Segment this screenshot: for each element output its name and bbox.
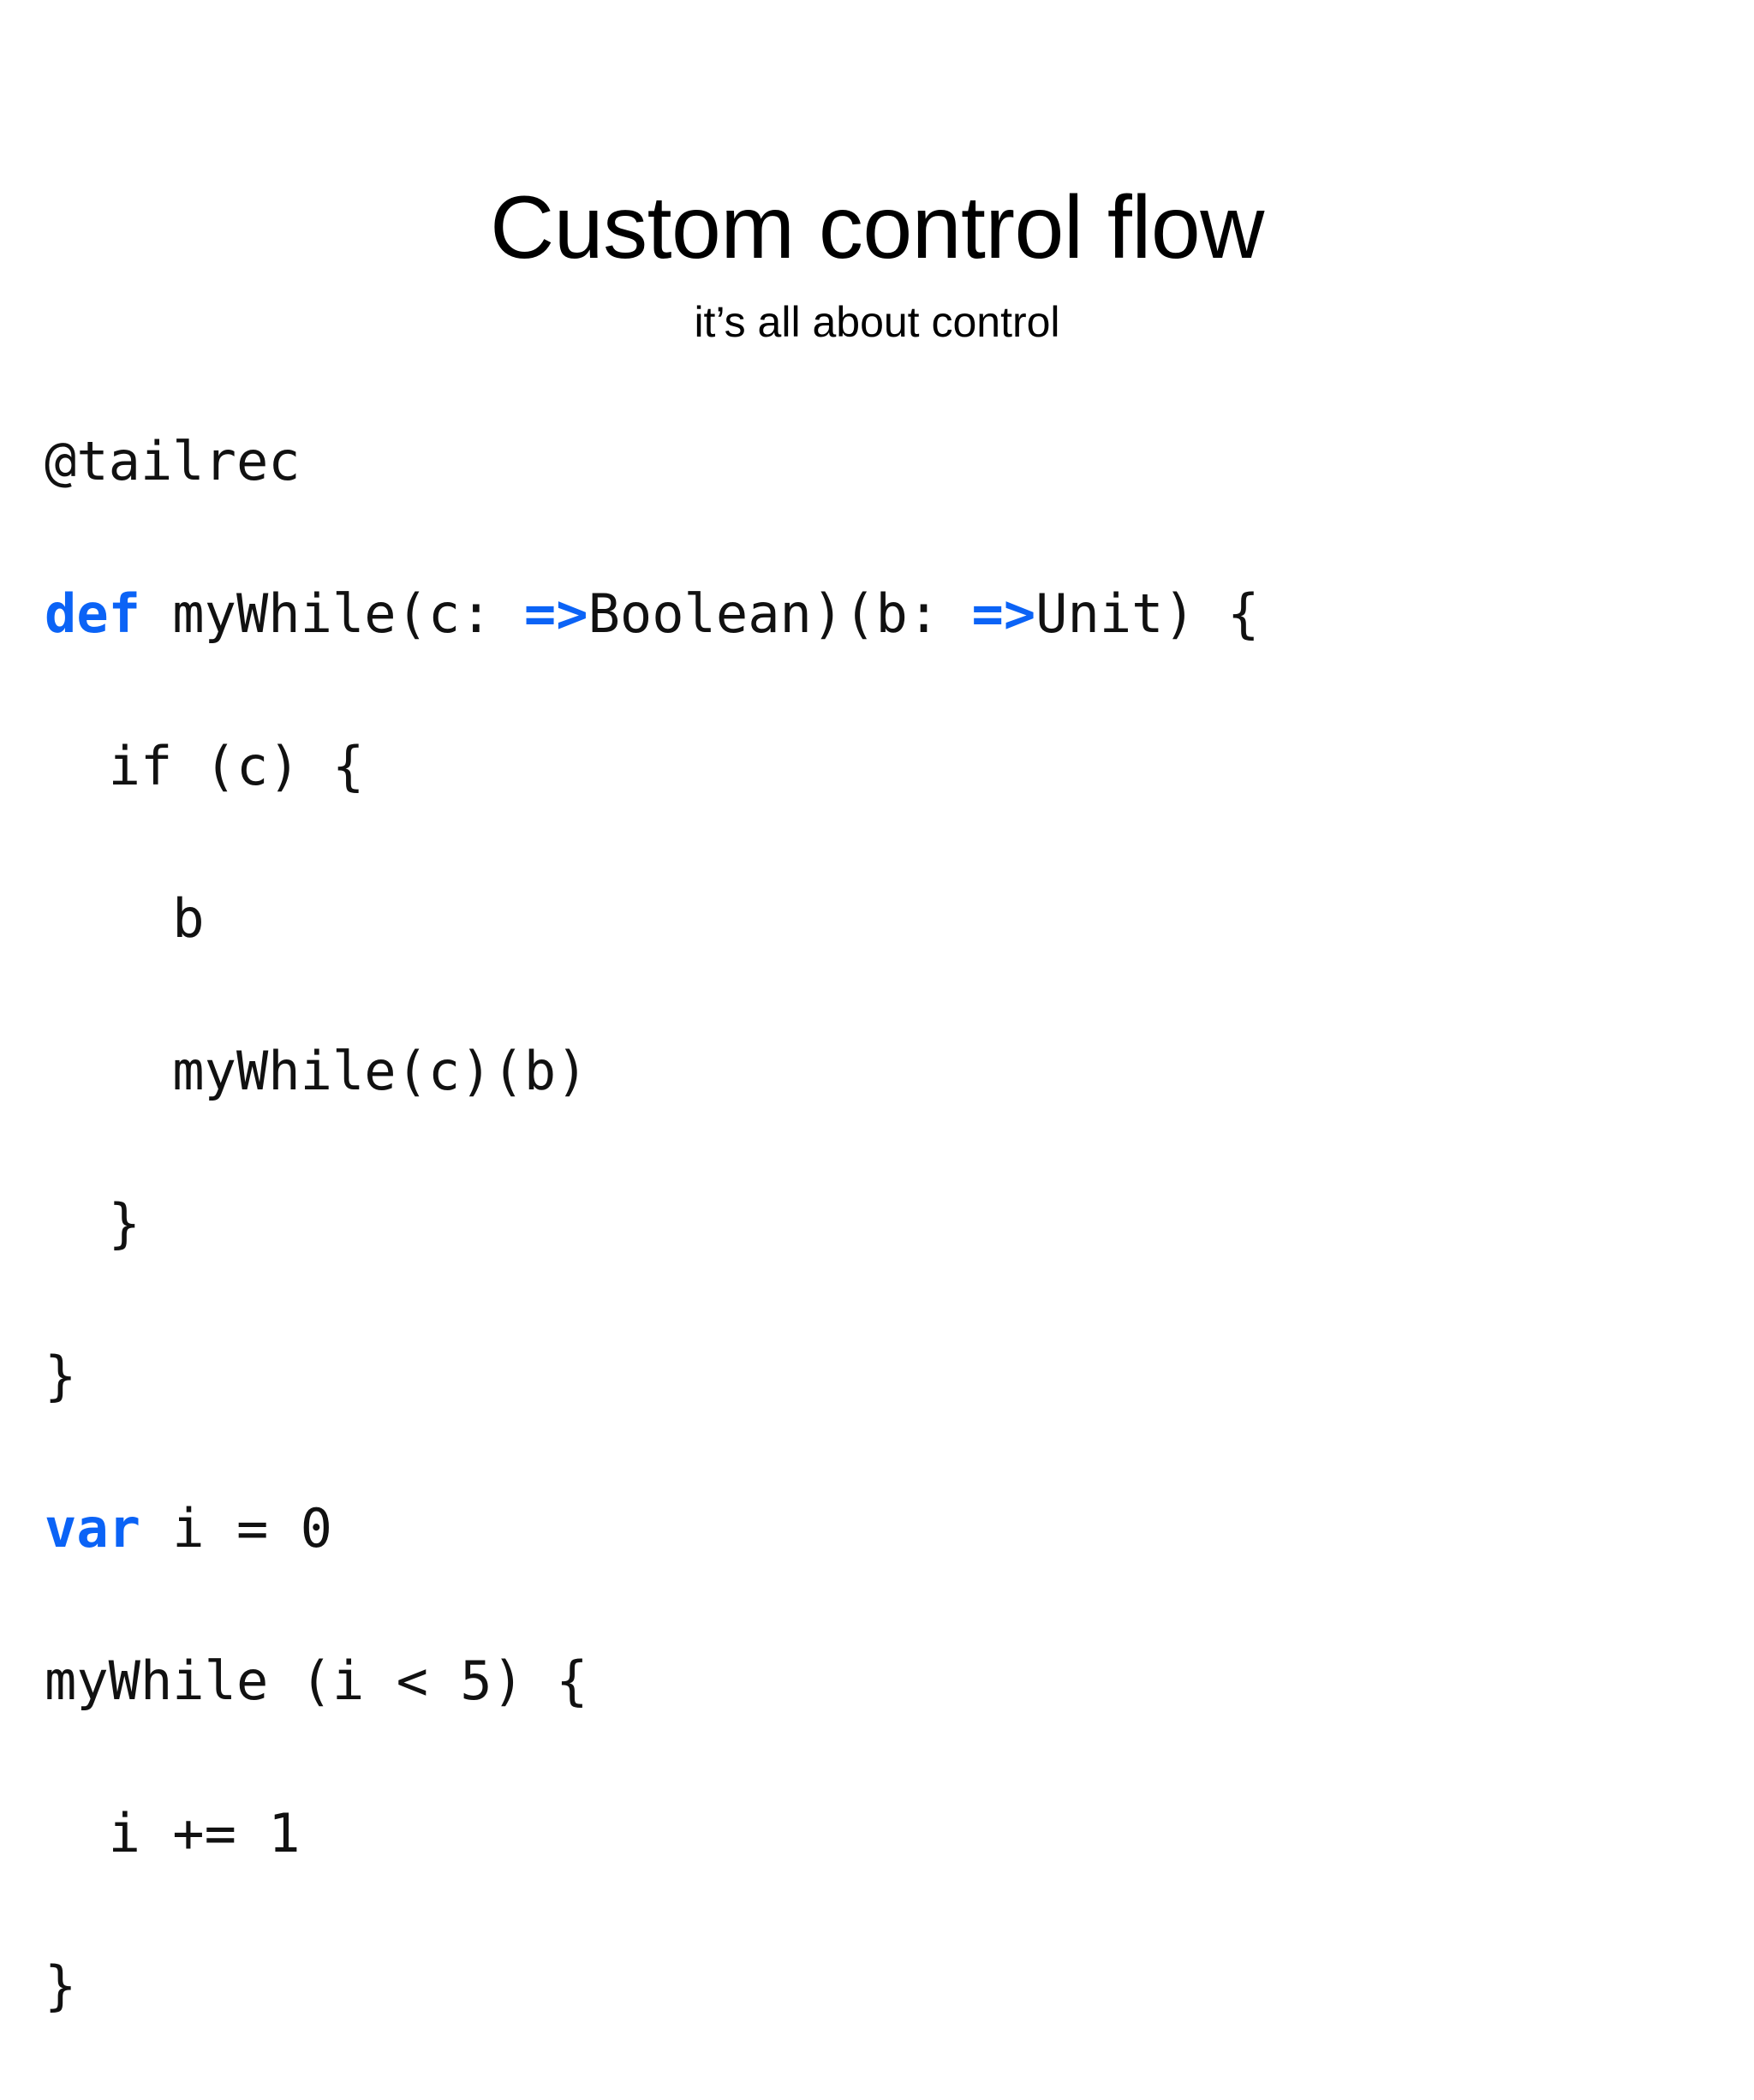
code-line: myWhile (i < 5) { (45, 1643, 1723, 1719)
slide-title: Custom control flow (490, 177, 1264, 277)
code-text: myWhile(c)(b) (45, 1040, 588, 1102)
code-keyword: def (45, 582, 140, 645)
code-text: myWhile(c: (140, 582, 524, 645)
code-text: if (c) { (45, 735, 365, 797)
code-line: if (c) { (45, 728, 1723, 804)
code-text: } (45, 1954, 77, 2017)
code-keyword: => (523, 582, 588, 645)
code-line: @tailrec (45, 423, 1723, 499)
code-line: myWhile(c)(b) (45, 1033, 1723, 1109)
code-text: myWhile (i < 5) { (45, 1650, 588, 1712)
code-line: } (45, 1948, 1723, 2024)
code-line: def myWhile(c: =>Boolean)(b: =>Unit) { (45, 576, 1723, 652)
code-text: @tailrec (45, 430, 301, 492)
code-line: } (45, 1185, 1723, 1262)
slide-subtitle: it’s all about control (694, 298, 1060, 346)
code-line: var i = 0 (45, 1490, 1723, 1566)
code-line: } (45, 1338, 1723, 1414)
code-line: b (45, 880, 1723, 957)
code-text: Boolean)(b: (588, 582, 972, 645)
presentation-slide: Custom control flow it’s all about contr… (45, 177, 1265, 2017)
code-text: } (45, 1192, 140, 1255)
code-text: } (45, 1345, 77, 1407)
code-keyword: var (45, 1497, 140, 1560)
code-text: Unit) { (1035, 582, 1260, 645)
code-text: i = 0 (140, 1497, 332, 1560)
code-line: i += 1 (45, 1795, 1723, 1871)
code-text: b (45, 887, 205, 950)
code-text: i += 1 (45, 1802, 301, 1864)
code-block: @tailrec def myWhile(c: =>Boolean)(b: =>… (45, 423, 1723, 2100)
code-keyword: => (971, 582, 1036, 645)
